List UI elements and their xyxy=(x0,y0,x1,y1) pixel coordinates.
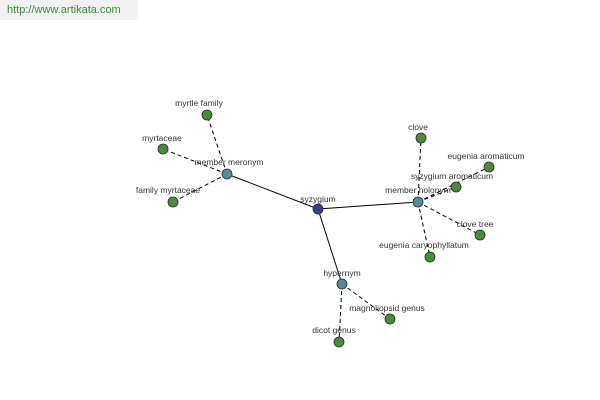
node-dicot-genus[interactable] xyxy=(333,336,345,348)
url-banner: http://www.artikata.com xyxy=(0,0,138,20)
node-syzygium[interactable] xyxy=(312,203,324,215)
node-label-myrtaceae: myrtaceae xyxy=(142,133,182,143)
node-magnoliopsid-genus[interactable] xyxy=(384,313,396,325)
node-label-syzygium-aromaticum: syzygium aromaticum xyxy=(411,171,493,181)
node-label-eugenia-caryophyllatum: eugenia caryophyllatum xyxy=(379,240,469,250)
node-label-dicot-genus: dicot genus xyxy=(312,325,355,335)
node-label-myrtle-family: myrtle family xyxy=(175,98,223,108)
node-clove[interactable] xyxy=(415,132,427,144)
node-label-magnoliopsid-genus: magnoliopsid genus xyxy=(349,303,425,313)
node-eugenia-caryophyllatum[interactable] xyxy=(424,251,436,263)
node-syzygium-aromaticum[interactable] xyxy=(450,181,462,193)
site-url-link[interactable]: http://www.artikata.com xyxy=(7,4,121,16)
node-myrtle-family[interactable] xyxy=(201,109,213,121)
node-label-clove: clove xyxy=(408,122,428,132)
edge-member-meronym-myrtle-family xyxy=(206,114,228,175)
node-member-meronym[interactable] xyxy=(221,168,233,180)
edge-hypernym-magnoliopsid-genus xyxy=(341,283,391,320)
edge-member-holonym-clove-tree xyxy=(417,201,481,236)
node-member-holonym[interactable] xyxy=(412,196,424,208)
node-label-member-meronym: member meronym xyxy=(195,157,264,167)
node-hypernym[interactable] xyxy=(336,278,348,290)
node-clove-tree[interactable] xyxy=(474,229,486,241)
edge-syzygium-member-holonym xyxy=(317,201,419,210)
edge-member-meronym-family-myrtaceae xyxy=(172,173,228,203)
node-label-hypernym: hypernym xyxy=(323,268,360,278)
edge-hypernym-dicot-genus xyxy=(338,283,343,343)
node-label-family-myrtaceae: family myrtaceae xyxy=(136,185,201,195)
node-family-myrtaceae[interactable] xyxy=(167,196,179,208)
edge-syzygium-member-meronym xyxy=(226,173,319,210)
node-label-member-holonym: member holonym xyxy=(385,185,451,195)
node-eugenia-aromaticum[interactable] xyxy=(483,161,495,173)
edge-syzygium-hypernym xyxy=(317,208,343,285)
edge-member-holonym-eugenia-caryophyllatum xyxy=(417,201,431,258)
node-label-syzygium: syzygium xyxy=(300,194,335,204)
edge-member-holonym-clove xyxy=(417,137,422,203)
node-label-clove-tree: clove tree xyxy=(457,219,494,229)
node-myrtaceae[interactable] xyxy=(157,143,169,155)
node-label-eugenia-aromaticum: eugenia aromaticum xyxy=(447,151,524,161)
edge-member-holonym-eugenia-aromaticum xyxy=(417,166,490,203)
edge-member-meronym-myrtaceae xyxy=(162,148,228,175)
